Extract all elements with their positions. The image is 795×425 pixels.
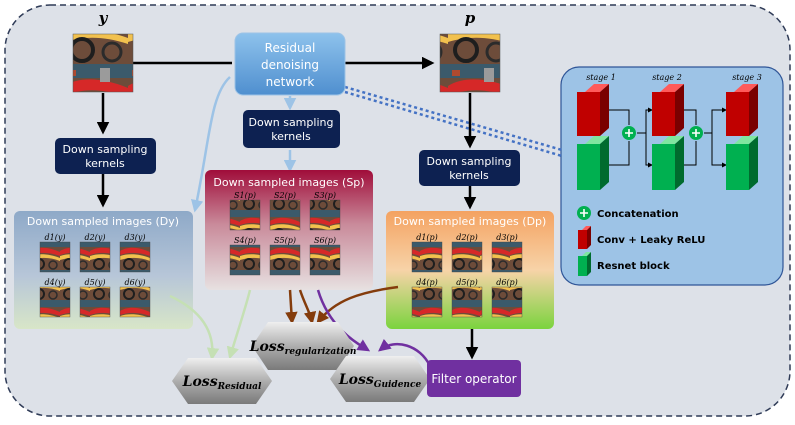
stage-label-3: stage 3 (732, 73, 762, 82)
dy-cell-1: d1(y) (39, 233, 71, 273)
dp-cell-5: d5(p) (451, 278, 483, 318)
input-image-y: y (72, 9, 134, 93)
svg-text:network: network (266, 75, 315, 89)
svg-text:Lossregularization: Lossregularization (249, 339, 357, 357)
svg-text:d6(y): d6(y) (125, 278, 146, 287)
conv-block-stage-3 (726, 84, 758, 136)
sp-cell-1: S1(p) (229, 191, 261, 231)
panel-dp: Down sampled images (Dp) d1(p) d2(p) d3(p)… (386, 211, 554, 329)
loss-guidence: LossGuidence (330, 356, 430, 402)
svg-text:kernels: kernels (85, 157, 125, 170)
svg-text:S5(p): S5(p) (274, 236, 296, 245)
stage-label-1: stage 1 (586, 73, 616, 82)
svg-text:d2(y): d2(y) (85, 233, 106, 242)
legend-concatenation: Concatenation (577, 206, 679, 220)
dy-cell-2: d2(y) (79, 233, 111, 273)
sp-cell-5: S5(p) (269, 236, 301, 276)
svg-text:LossResidual: LossResidual (182, 374, 262, 392)
svg-text:d4(y): d4(y) (45, 278, 66, 287)
panel-sp-title: Down sampled images (Sp) (213, 176, 364, 189)
loss-residual: LossResidual (172, 358, 272, 404)
svg-text:d6(p): d6(p) (496, 278, 518, 287)
svg-text:denoising: denoising (261, 58, 319, 72)
dp-cell-2: d2(p) (451, 233, 483, 273)
panel-dp-title: Down sampled images (Dp) (394, 215, 547, 228)
svg-text:Down sampling: Down sampling (63, 143, 148, 156)
kernel-box-center: Down sampling kernels (243, 110, 340, 148)
svg-text:Residual: Residual (265, 41, 316, 55)
panel-sp: Down sampled images (Sp) S1(p) S2(p) S3(p)… (205, 170, 373, 290)
svg-text:d5(p): d5(p) (456, 278, 478, 287)
svg-text:d3(y): d3(y) (125, 233, 146, 242)
svg-text:kernels: kernels (449, 169, 489, 182)
resnet-block-stage-1 (577, 136, 609, 190)
svg-text:Filter operator: Filter operator (431, 372, 516, 386)
dp-cell-1: d1(p) (411, 233, 443, 273)
residual-side-arrows (190, 76, 297, 213)
loss-regularization: Lossregularization (249, 322, 357, 370)
sp-cell-4: S4(p) (229, 236, 261, 276)
svg-text:S3(p): S3(p) (314, 191, 336, 200)
svg-text:d5(y): d5(y) (85, 278, 106, 287)
svg-text:S4(p): S4(p) (234, 236, 256, 245)
residual-denoising-network: Residual denoising network (234, 32, 346, 96)
architecture-inset: stage 1 stage 2 stage 3 (560, 66, 784, 286)
kernel-box-p: Down sampling kernels (419, 150, 520, 186)
svg-text:d3(p): d3(p) (496, 233, 518, 242)
stage-label-2: stage 2 (652, 73, 682, 82)
main-flow-arrows (96, 56, 479, 360)
dy-cell-6: d6(y) (119, 278, 151, 318)
svg-text:d1(y): d1(y) (45, 233, 66, 242)
svg-text:d4(p): d4(p) (416, 278, 438, 287)
legend-conv-leaky-relu: Conv + Leaky ReLU (578, 226, 705, 249)
resnet-block-stage-3 (726, 136, 758, 190)
panel-dy-title: Down sampled images (Dy) (27, 215, 179, 228)
svg-text:Down sampling: Down sampling (427, 155, 512, 168)
concat-icon-2 (689, 126, 703, 140)
svg-text:S1(p): S1(p) (234, 191, 256, 200)
svg-text:S2(p): S2(p) (274, 191, 296, 200)
svg-text:Concatenation: Concatenation (597, 209, 679, 220)
conv-block-stage-1 (577, 84, 609, 136)
svg-text:Down sampling: Down sampling (249, 116, 334, 129)
sp-cell-6: S6(p) (309, 236, 341, 276)
inset-connector (344, 85, 563, 158)
kernel-box-y: Down sampling kernels (55, 138, 156, 174)
svg-text:Conv + Leaky ReLU: Conv + Leaky ReLU (597, 235, 705, 246)
filter-operator: Filter operator (427, 360, 521, 397)
svg-text:Resnet block: Resnet block (597, 261, 670, 272)
conv-block-stage-2 (652, 84, 684, 136)
dp-cell-3: d3(p) (491, 233, 523, 273)
loss-arrows (169, 285, 432, 367)
label-y: y (98, 9, 109, 27)
svg-text:d1(p): d1(p) (416, 233, 438, 242)
svg-text:kernels: kernels (271, 130, 311, 143)
output-image-p: p (439, 9, 501, 93)
sp-cell-3: S3(p) (309, 191, 341, 231)
dy-cell-3: d3(y) (119, 233, 151, 273)
sp-cell-2: S2(p) (269, 191, 301, 231)
panel-dy: Down sampled images (Dy) d1(y) d2(y) d3(y)… (14, 211, 193, 329)
legend-resnet-block: Resnet block (578, 252, 670, 276)
concat-icon-1 (622, 126, 636, 140)
dp-cell-6: d6(p) (491, 278, 523, 318)
dy-cell-5: d5(y) (79, 278, 111, 318)
label-p: p (465, 9, 476, 27)
svg-text:S6(p): S6(p) (314, 236, 336, 245)
dp-cell-4: d4(p) (411, 278, 443, 318)
dy-cell-4: d4(y) (39, 278, 71, 318)
svg-text:LossGuidence: LossGuidence (338, 372, 422, 390)
resnet-block-stage-2 (652, 136, 684, 190)
svg-text:d2(p): d2(p) (456, 233, 478, 242)
